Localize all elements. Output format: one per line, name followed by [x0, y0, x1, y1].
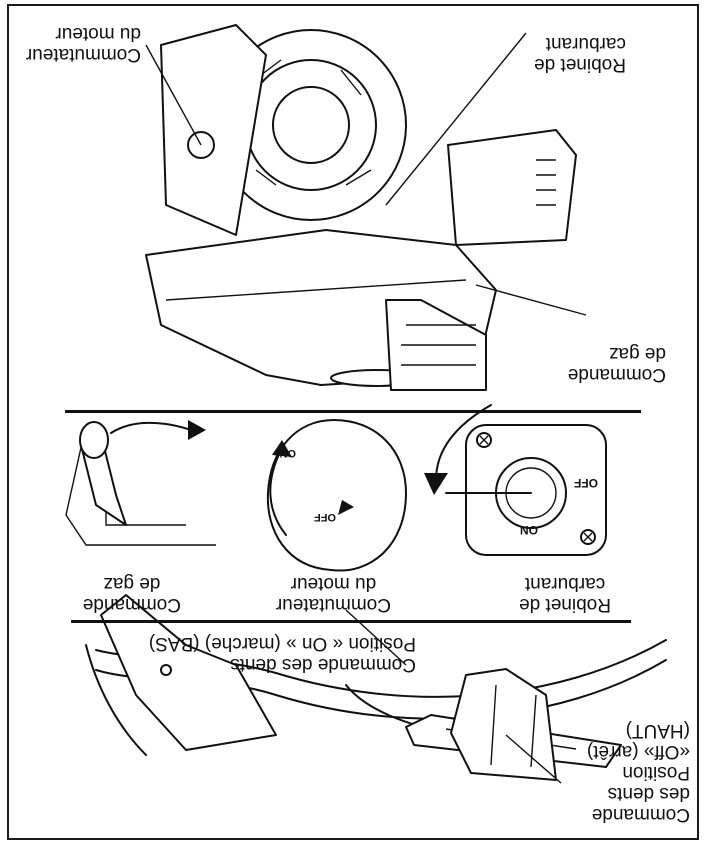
engine-fuel-valve-label: Robinet de carburant	[534, 33, 626, 75]
engine-shroud	[160, 24, 267, 236]
dial-pointer	[338, 500, 354, 515]
engine-throttle-label: Commande de gaz	[567, 343, 666, 385]
engine-switch-closeup	[266, 419, 407, 572]
dial-arrow	[269, 449, 287, 536]
leader-engine-switch	[145, 44, 202, 146]
fuel-valve-closeup	[424, 404, 607, 556]
muffler	[447, 129, 577, 246]
throttle-closeup	[65, 420, 216, 546]
engine-switch-label: Commutateur du moteur	[25, 23, 141, 65]
handle-grip	[450, 668, 557, 781]
throttle-knob	[79, 421, 109, 459]
throttle-arrow	[110, 421, 192, 434]
handle-bracket	[100, 594, 277, 751]
leader-fuel-valve	[385, 32, 527, 206]
engine-switch-dial	[266, 419, 407, 572]
leader-throttle	[475, 284, 587, 316]
leader-tines-off	[505, 734, 562, 784]
leader-tines-on	[345, 609, 407, 666]
